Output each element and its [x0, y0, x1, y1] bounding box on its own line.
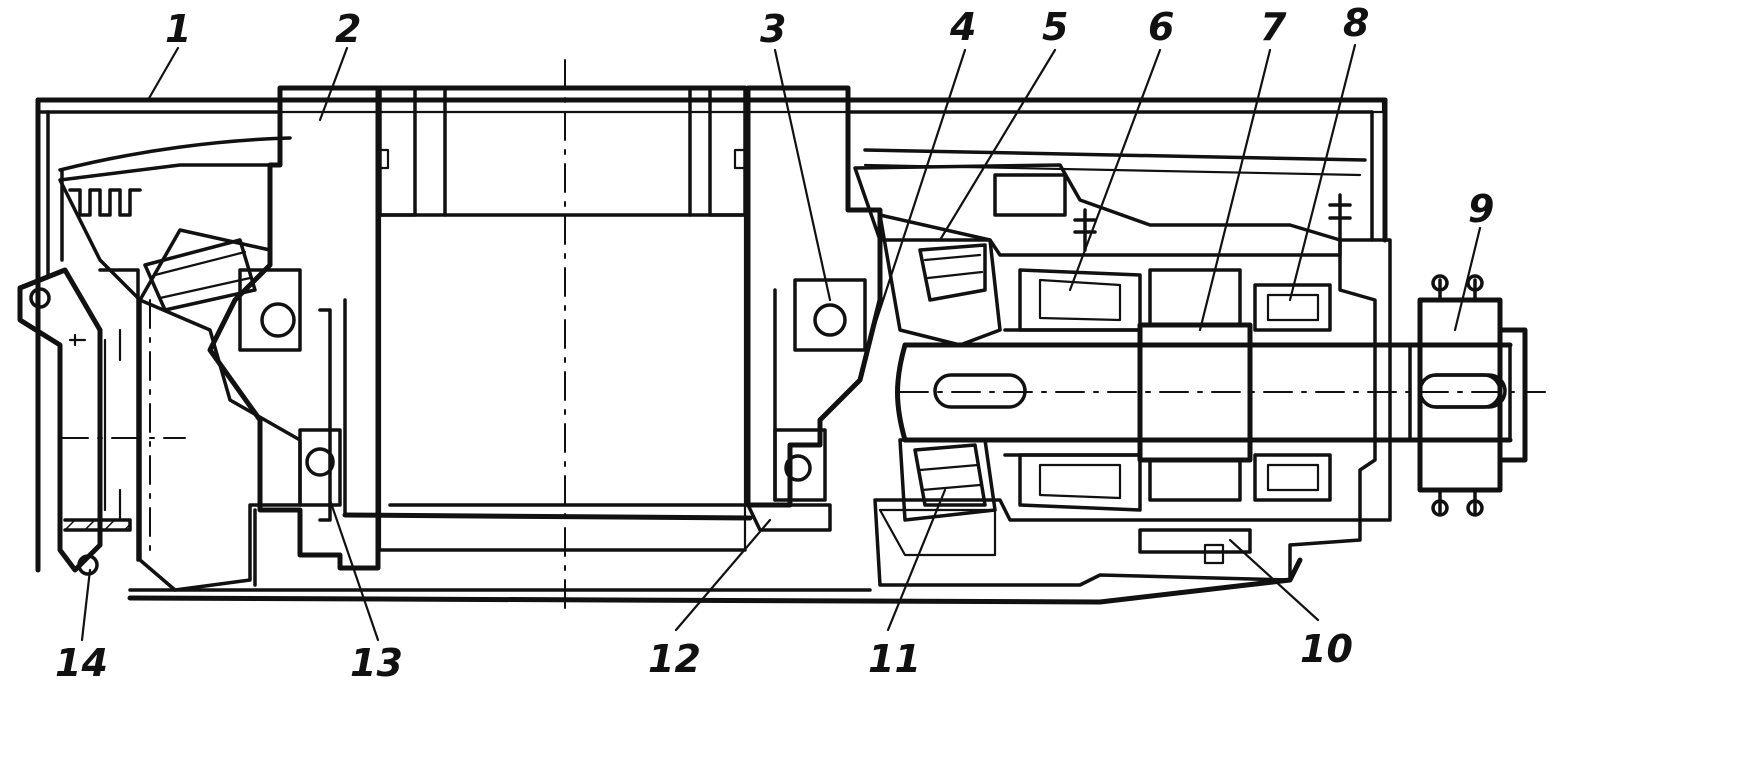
motor-rotor [342, 59, 753, 616]
leader-2 [318, 46, 349, 122]
callout-8: 8 [1343, 1, 1369, 45]
leader-5 [938, 48, 1057, 242]
callout-2: 2 [335, 7, 361, 51]
output-sprocket [1408, 274, 1528, 517]
callout-4: 4 [949, 5, 976, 49]
leader-11 [886, 488, 947, 632]
callout-6: 6 [1148, 5, 1174, 49]
leader-14 [80, 568, 92, 642]
callout-labels: 1 2 3 4 5 6 7 8 9 10 11 12 13 14 [55, 1, 1494, 685]
leader-lines [80, 43, 1482, 642]
callout-3: 3 [760, 7, 786, 51]
leader-13 [328, 498, 380, 642]
leader-10 [1228, 538, 1320, 622]
leader-3 [773, 48, 832, 302]
leader-6 [1068, 48, 1162, 292]
leader-7 [1198, 48, 1272, 332]
brake-lever [17, 267, 186, 576]
callout-11: 11 [868, 637, 921, 681]
leader-8 [1288, 43, 1357, 302]
callout-10: 10 [1300, 627, 1353, 671]
left-motor-shield [207, 85, 381, 587]
callout-9: 9 [1468, 187, 1494, 231]
callout-13: 13 [350, 641, 403, 685]
leader-1 [146, 46, 180, 102]
right-motor-shield [745, 85, 883, 532]
leader-12 [674, 518, 772, 632]
callout-1: 1 [165, 7, 191, 51]
callout-7: 7 [1260, 5, 1287, 49]
leader-9 [1453, 226, 1482, 332]
callout-5: 5 [1042, 5, 1068, 49]
callout-14: 14 [55, 641, 108, 685]
leader-4 [868, 48, 967, 342]
callout-12: 12 [648, 637, 701, 681]
